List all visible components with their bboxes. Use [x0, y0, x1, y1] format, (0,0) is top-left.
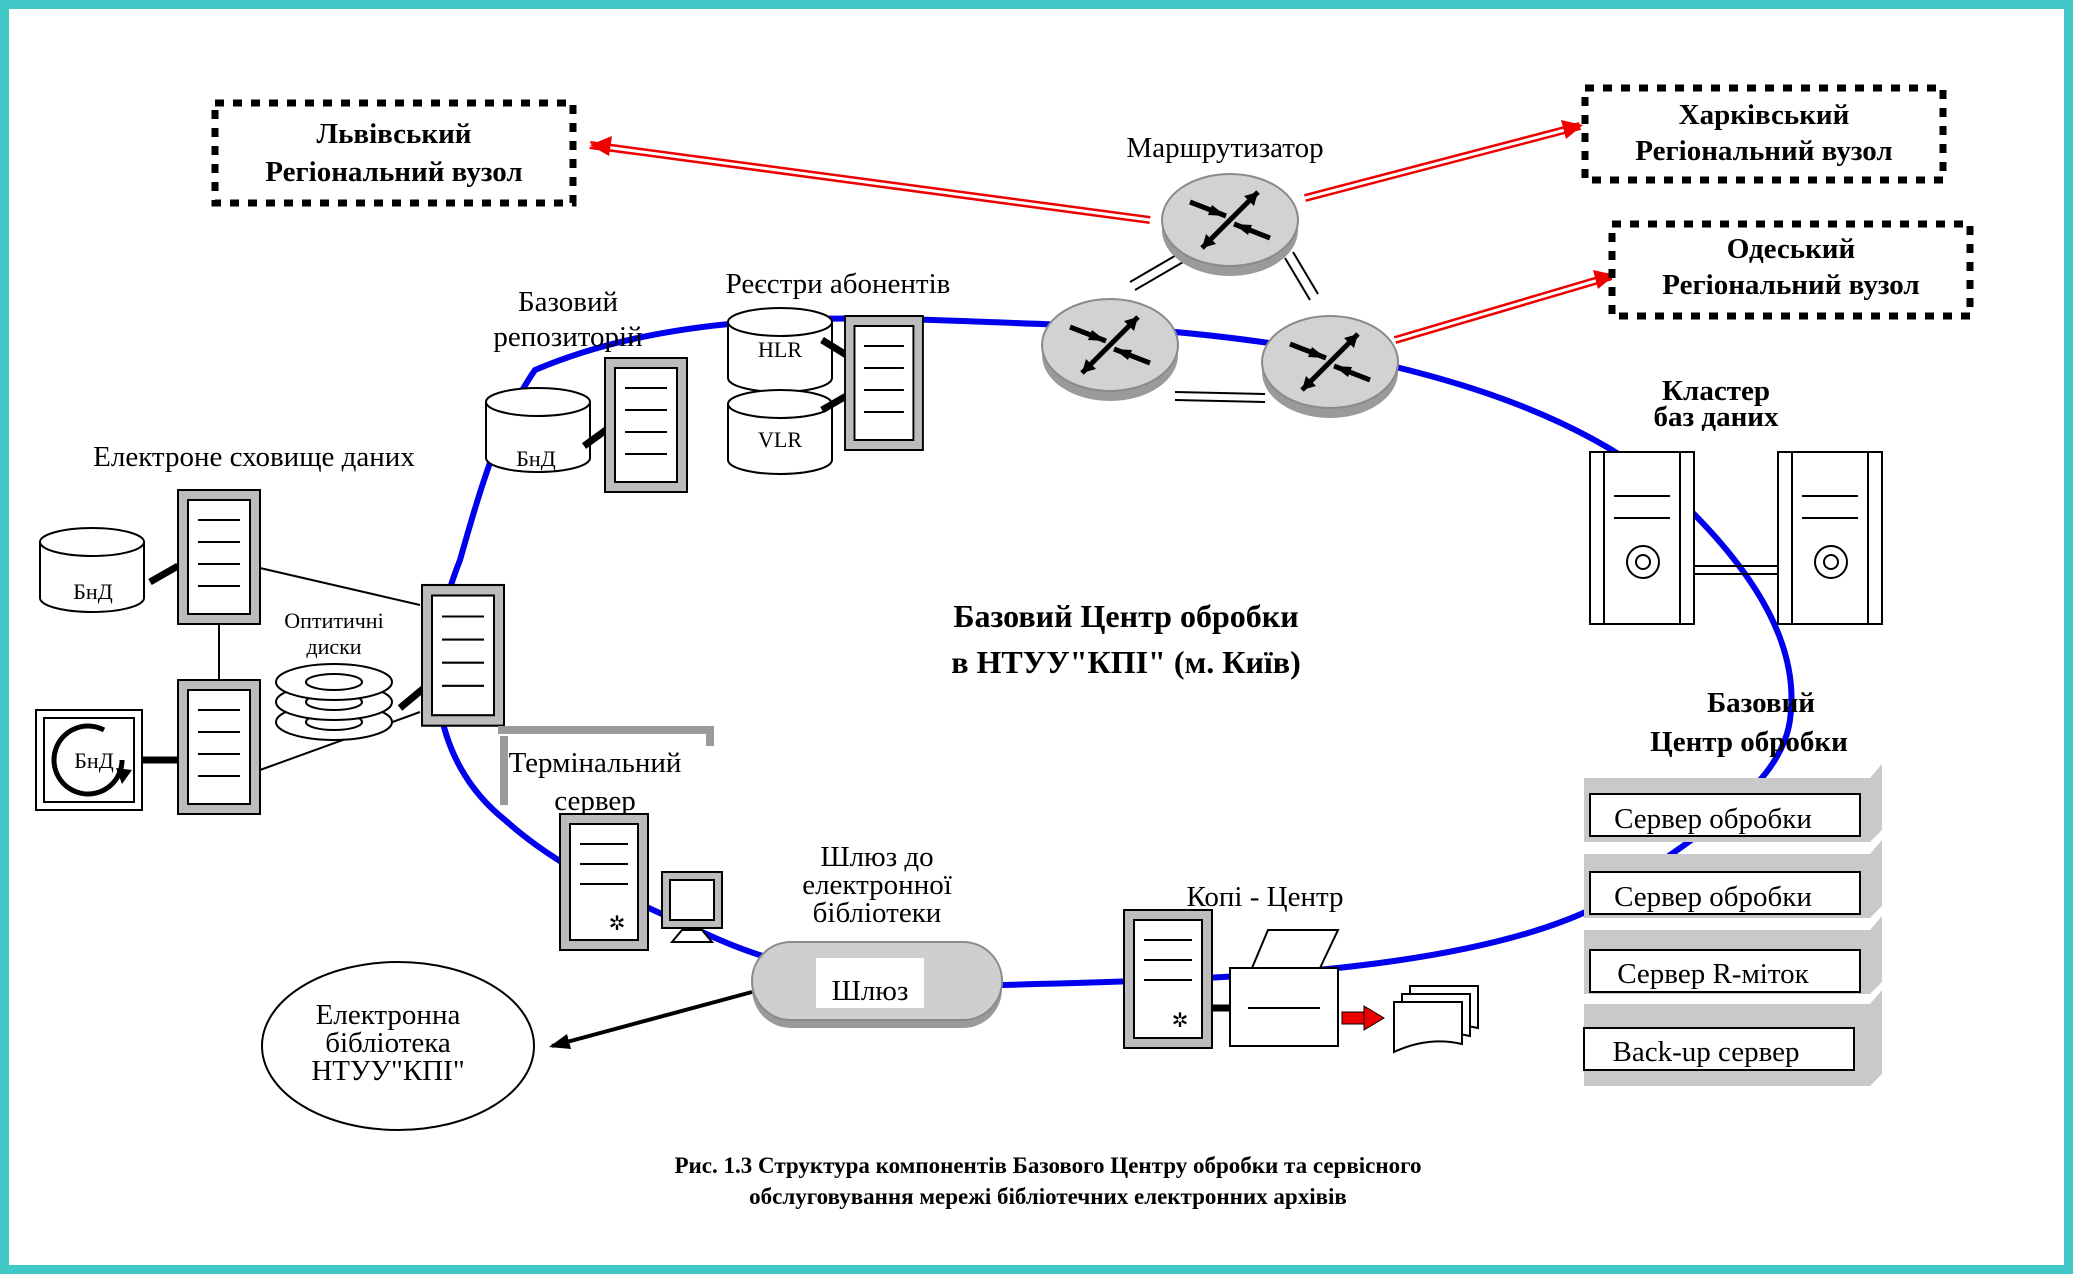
subscriber-server-icon — [844, 315, 924, 451]
storage-db1-label: БнД — [73, 579, 112, 604]
gateway-line1: Шлюз до — [820, 841, 933, 873]
archive-uplink — [259, 711, 421, 771]
server-slab: Сервер R-міток — [1584, 916, 1882, 994]
electronic-library-node: Електронна бібліотека НТУУ"КПІ" — [261, 961, 535, 1131]
terminal-line2: сервер — [554, 785, 636, 817]
odesa-region-node: Одеський Регіональний вузол — [1608, 220, 1974, 320]
storage-db-link — [148, 562, 180, 586]
gateway-line2: електронної — [802, 869, 952, 901]
printer-icon — [1229, 929, 1340, 1047]
repository-server-icon — [604, 357, 688, 493]
kharkiv-line1: Харківський — [1679, 99, 1850, 131]
subscribers-label: Реєстри абонентів — [726, 268, 951, 300]
figure-caption-line2: обслуговування мережі бібліотечних елект… — [749, 1184, 1347, 1209]
backbone-ring — [433, 315, 1795, 989]
gateway-icon: Шлюз — [751, 941, 1003, 1028]
archive-server-icon — [177, 679, 261, 815]
cluster-line2: баз даних — [1654, 401, 1779, 433]
server-label: Сервер R-міток — [1617, 958, 1809, 990]
repository-db-label: БнД — [516, 446, 555, 471]
server-label: Back-up сервер — [1613, 1036, 1800, 1068]
monitor-icon — [661, 871, 723, 943]
server-label: Сервер обробки — [1614, 881, 1812, 913]
gateway-line3: бібліотеки — [813, 897, 942, 929]
server-slab: Сервер обробки — [1584, 764, 1882, 842]
repository-line2: репозиторій — [493, 321, 642, 353]
terminal-server-frame — [498, 726, 714, 805]
repository-link — [581, 427, 609, 449]
terminal-line1: Термінальний — [509, 747, 682, 779]
cluster-line1: Кластер — [1662, 375, 1770, 407]
library-line1: Електронна — [316, 999, 461, 1031]
kharkiv-line2: Регіональний вузол — [1635, 135, 1892, 167]
cluster-link — [1694, 565, 1778, 575]
cluster-server-icon — [1589, 451, 1695, 625]
odesa-line1: Одеський — [1727, 233, 1855, 265]
center-title-line1: Базовий Центр обробки — [953, 598, 1298, 634]
lviv-region-node: Львівський Регіональний вузол — [211, 99, 577, 207]
figure-caption-line1: Рис. 1.3 Структура компонентів Базового … — [675, 1153, 1422, 1178]
lviv-line1: Львівський — [316, 118, 471, 150]
gear-icon: ✲ — [609, 913, 626, 935]
hlr-link — [820, 337, 850, 359]
odesa-line2: Регіональний вузол — [1662, 269, 1919, 301]
cluster-server-icon — [1777, 451, 1883, 625]
library-arrow — [549, 1034, 571, 1049]
server-slab: Back-up сервер — [1583, 990, 1882, 1086]
central-server-icon — [420, 583, 506, 727]
optical-link — [397, 685, 427, 711]
processing-line2: Центр обробки — [1650, 726, 1848, 758]
hlr-label: HLR — [758, 337, 802, 362]
documents-icon — [1393, 985, 1479, 1054]
router-label: Маршрутизатор — [1126, 132, 1323, 164]
gear-icon: ✲ — [1172, 1010, 1189, 1032]
terminal-server-icon: ✲ — [559, 813, 649, 951]
regional-uplinks — [589, 120, 1615, 344]
vlr-link — [820, 391, 850, 414]
gateway-box-label: Шлюз — [832, 975, 909, 1007]
storage-db2-label: БнД — [74, 748, 113, 773]
lviv-line2: Регіональний вузол — [265, 156, 522, 188]
optical-line1: Оптитичні — [284, 608, 383, 633]
storage-server-icon — [177, 489, 261, 625]
vlr-database-icon: VLR — [727, 389, 833, 475]
center-title-line2: в НТУУ"КПІ" (м. Київ) — [951, 644, 1300, 680]
optical-disks-icon — [275, 663, 393, 741]
hlr-database-icon: HLR — [727, 307, 833, 393]
library-link — [551, 990, 753, 1048]
repository-database-icon: БнД — [485, 387, 591, 473]
copy-center-label: Копі - Центр — [1187, 881, 1344, 913]
processing-server-stack: Сервер обробки Сервер обробки Сервер R-м… — [1583, 764, 1882, 1086]
tape-drive-icon: БнД — [35, 709, 143, 811]
vlr-label: VLR — [758, 427, 802, 452]
processing-line1: Базовий — [1707, 687, 1815, 719]
library-line3: НТУУ"КПІ" — [311, 1055, 464, 1087]
red-output-arrow-icon — [1341, 1005, 1385, 1031]
copy-center-server-icon: ✲ — [1123, 909, 1213, 1049]
server-slab: Сервер обробки — [1584, 840, 1882, 918]
storage-database-icon: БнД — [39, 527, 145, 613]
optical-line2: диски — [306, 634, 361, 659]
server-label: Сервер обробки — [1614, 803, 1812, 835]
library-line2: бібліотека — [325, 1027, 451, 1059]
storage-uplink — [259, 567, 421, 606]
kharkiv-region-node: Харківський Регіональний вузол — [1581, 84, 1947, 184]
repository-line1: Базовий — [518, 286, 618, 318]
storage-label: Електроне сховище даних — [93, 441, 415, 473]
